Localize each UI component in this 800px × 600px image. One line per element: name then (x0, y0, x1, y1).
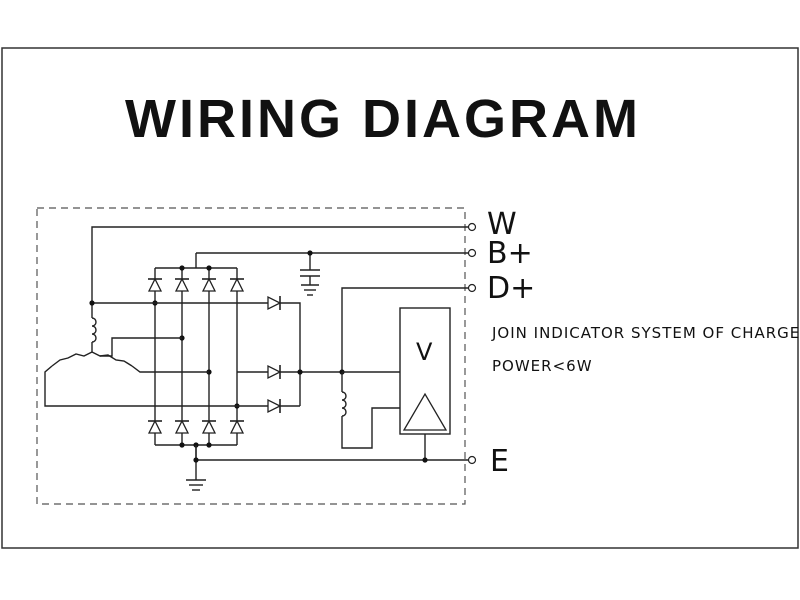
regulator-label: V (416, 338, 433, 366)
upper-diode (201, 277, 217, 292)
alternator-housing (36, 207, 466, 505)
terminal-d-plus-label: D+ (487, 271, 535, 306)
field-coil (341, 371, 400, 449)
note-line-2: POWER<6W (492, 357, 593, 375)
d-plus-line (341, 287, 472, 372)
capacitor (300, 250, 320, 296)
lower-diode (201, 419, 217, 434)
lower-diode (147, 419, 163, 434)
lower-diode (229, 419, 245, 434)
terminal-d-plus (467, 283, 477, 293)
w-line (91, 226, 472, 303)
rectifier-bridge (147, 265, 245, 448)
terminal-e-label: E (490, 444, 509, 479)
page-border (1, 47, 799, 549)
terminal-b-plus-label: B+ (487, 236, 533, 271)
voltage-regulator (399, 307, 451, 463)
b-plus-line (195, 252, 472, 268)
terminal-w (467, 222, 477, 232)
exciter-diodes (155, 295, 345, 414)
upper-diode (174, 277, 190, 292)
lower-diode (174, 419, 190, 434)
terminal-b-plus (467, 248, 477, 258)
terminal-e (467, 455, 477, 465)
stator-windings (44, 300, 237, 407)
terminal-w-label: W (487, 207, 517, 242)
note-line-1: JOIN INDICATOR SYSTEM OF CHARGE, (491, 324, 800, 342)
diagram-title: WIRING DIAGRAM (125, 89, 641, 149)
upper-diode (229, 277, 245, 292)
upper-diode (147, 277, 163, 292)
